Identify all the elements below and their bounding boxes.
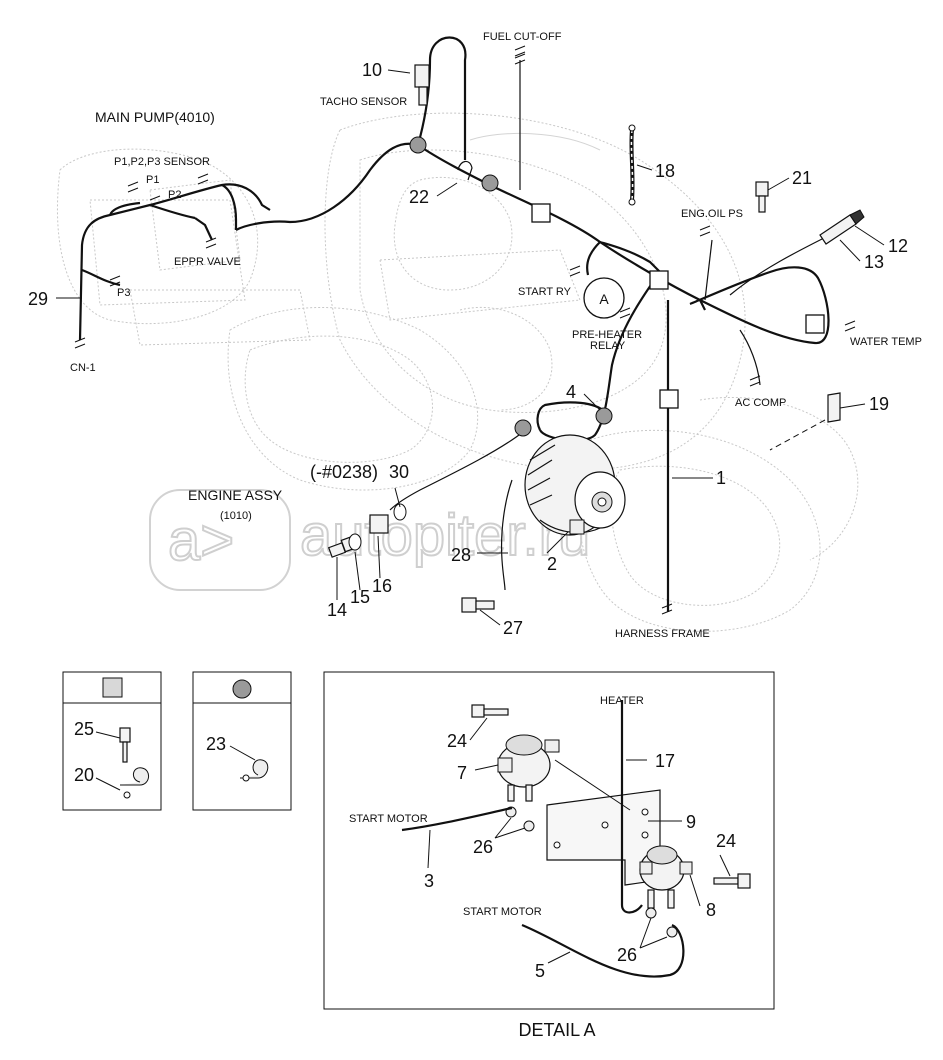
label-water-temp: WATER TEMP [850,336,922,348]
label-start-motor-1: START MOTOR [349,813,428,825]
part-number-27: 27 [503,618,523,638]
part-number-26b: 26 [617,945,637,965]
svg-text:a>: a> [168,508,234,573]
label-p3: P3 [117,287,130,299]
part-number-7: 7 [457,763,467,783]
label-start-motor-2: START MOTOR [463,906,542,918]
label-heater: HEATER [600,695,644,707]
part-number-25: 25 [74,719,94,739]
label-tacho-sensor: TACHO SENSOR [320,96,407,108]
part-number-18: 18 [655,161,675,181]
label-p2: P2 [168,189,181,201]
watermark-logo: a> [149,489,291,591]
label-cn1: CN-1 [70,362,96,374]
label-serial-note: (-#0238) [310,462,378,482]
label-fuel-cut-off: FUEL CUT-OFF [483,31,562,43]
part-number-24b: 24 [716,831,736,851]
wire-harness [78,36,831,612]
label-harness-frame: HARNESS FRAME [615,628,710,640]
label-eng-oil-ps: ENG.OIL PS [681,208,743,220]
plug-22 [457,160,473,181]
cable-18 [628,124,636,206]
part-number-1: 1 [716,468,726,488]
sensor-21 [755,181,769,213]
label-relay: RELAY [590,340,626,352]
label-eppr-valve: EPPR VALVE [174,256,241,268]
part-number-16: 16 [372,576,392,596]
part-number-4: 4 [566,382,576,402]
label-main-pump: MAIN PUMP(4010) [95,109,215,125]
sender-14-15-16 [327,503,407,558]
part-number-5: 5 [535,961,545,981]
engine-outline [57,112,859,632]
label-ac-comp: AC COMP [735,397,786,409]
part-number-2: 2 [547,554,557,574]
part-number-13: 13 [864,252,884,272]
label-p1: P1 [146,174,159,186]
tacho-sensor-part [414,64,430,106]
part-number-leaders [56,69,885,626]
label-pre-heater: PRE-HEATER [572,329,642,341]
legend-round-clamp [192,671,292,811]
part-number-21: 21 [792,168,812,188]
part-number-10: 10 [362,60,382,80]
label-detail-a: DETAIL A [518,1020,595,1040]
part-number-17: 17 [655,751,675,771]
label-p-sensor: P1,P2,P3 SENSOR [114,156,210,168]
part-number-19: 19 [869,394,889,414]
alternator [524,434,626,536]
label-start-ry: START RY [518,286,572,298]
detail-a-marker [583,277,625,319]
round-clamps [409,136,613,437]
part-number-29: 29 [28,289,48,309]
sensor-12 [819,209,865,245]
part-number-12: 12 [888,236,908,256]
label-engine-assy-code: (1010) [220,510,252,522]
part-number-28: 28 [451,545,471,565]
part-number-20: 20 [74,765,94,785]
part-number-24a: 24 [447,731,467,751]
detail-a-box [323,671,775,1010]
detail-a-parts [401,700,751,978]
part-number-15: 15 [350,587,370,607]
part-number-9: 9 [686,812,696,832]
label-engine-assy: ENGINE ASSY [188,487,283,503]
part-number-3: 3 [424,871,434,891]
part-number-22: 22 [409,187,429,207]
part-number-23: 23 [206,734,226,754]
square-clamps [531,203,825,409]
part-number-8: 8 [706,900,716,920]
part-number-30: 30 [389,462,409,482]
connector-marks [74,45,856,615]
bracket-19 [827,392,841,423]
legend-square-clamp [62,671,162,811]
detail-a-marker-label: A [599,291,609,307]
bolt-27 [461,597,495,613]
part-number-26a: 26 [473,837,493,857]
part-number-14: 14 [327,600,347,620]
